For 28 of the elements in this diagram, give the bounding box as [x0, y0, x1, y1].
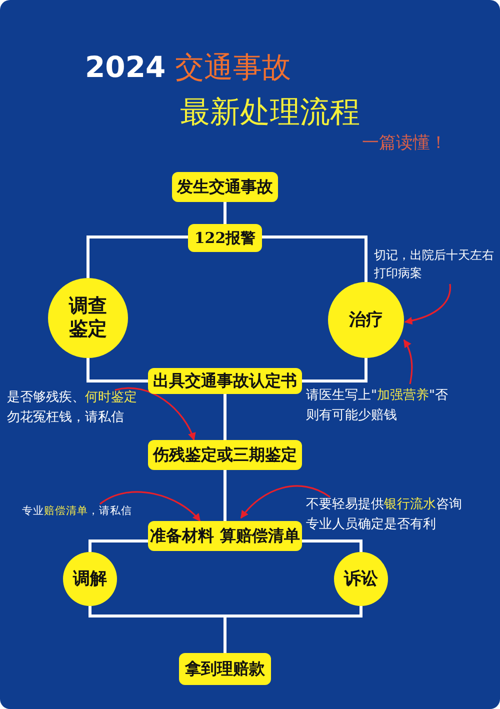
note-text: 请医生写上"加强营养"否则有可能少赔钱 [306, 386, 456, 426]
process-box: 准备材料 算赔偿清单 [148, 521, 302, 551]
connector-line [86, 358, 148, 382]
note-text: 是否够残疾、何时鉴定勿花冤枉钱，请私信 [7, 388, 143, 428]
process-box: 发生交通事故 [172, 172, 278, 202]
connector-line [224, 606, 362, 653]
leader-arrow [240, 485, 330, 519]
process-box: 伤残鉴定或三期鉴定 [148, 440, 302, 470]
connector-line [262, 236, 368, 282]
leader-arrow [100, 491, 201, 522]
connector-line [224, 470, 226, 521]
process-box: 出具交通事故认定书 [148, 368, 302, 394]
subtitle: 最新处理流程 [180, 94, 360, 132]
process-box: 122报警 [188, 224, 262, 252]
tagline: 一篇读懂！ [362, 132, 447, 154]
connector-line [224, 394, 226, 440]
leader-arrow [114, 387, 196, 441]
connector-line [224, 202, 226, 225]
process-box: 拿到理赔款 [179, 653, 271, 685]
connector-line [86, 236, 188, 278]
connector-line [88, 540, 148, 552]
note-text: 不要轻易提供银行流水咨询专业人员确定是否有利 [306, 495, 466, 535]
title: 2024 交通事故 [85, 49, 291, 86]
leader-arrow [403, 339, 413, 384]
connector-line [302, 540, 362, 552]
connector-line [302, 358, 368, 382]
note-text: 专业赔偿清单，请私信 [22, 504, 142, 522]
leader-arrow [404, 284, 451, 324]
